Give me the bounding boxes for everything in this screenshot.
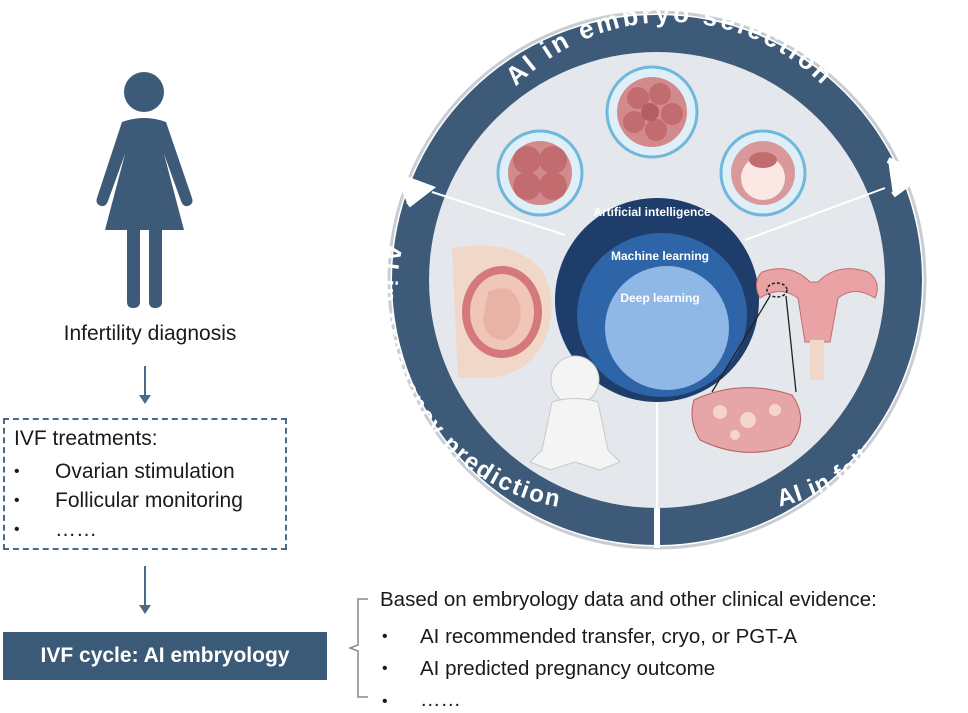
embryo-4cell-icon bbox=[496, 129, 584, 217]
ring-divider bbox=[393, 172, 437, 208]
embryo-blastocyst-icon bbox=[719, 129, 807, 217]
evidence-heading: Based on embryology data and other clini… bbox=[380, 588, 877, 611]
ivf-cycle-label: IVF cycle: AI embryology bbox=[40, 644, 290, 667]
ivf-item: …… bbox=[55, 518, 97, 541]
pregnancy-illustration-icon bbox=[452, 245, 552, 378]
bullet-icon: • bbox=[382, 693, 388, 710]
ivf-item: Ovarian stimulation bbox=[55, 460, 235, 483]
ring-divider bbox=[886, 157, 926, 198]
baby-illustration-icon bbox=[529, 355, 621, 471]
ai-wheel-diagram: AI in embryo selection AI in pregnancy p… bbox=[385, 0, 945, 550]
core-ai-label: Artificial intelligence bbox=[593, 205, 711, 219]
woman-icon bbox=[96, 72, 193, 308]
bullet-icon: • bbox=[382, 628, 388, 645]
ivf-treatments-title: IVF treatments: bbox=[14, 427, 158, 450]
evidence-item: …… bbox=[420, 688, 461, 711]
sector-line bbox=[744, 187, 886, 241]
core-dl-label: Deep learning bbox=[620, 291, 699, 305]
evidence-item: AI predicted pregnancy outcome bbox=[420, 657, 716, 680]
bullet-icon: • bbox=[14, 463, 20, 480]
diagnosis-label: Infertility diagnosis bbox=[63, 322, 237, 345]
ivf-treatments-box bbox=[3, 418, 287, 550]
bullet-icon: • bbox=[14, 521, 20, 538]
core-ml-label: Machine learning bbox=[611, 249, 709, 263]
embryo-morula-icon bbox=[605, 65, 699, 159]
uterus-ovary-illustration-icon bbox=[691, 268, 878, 453]
ivf-item: Follicular monitoring bbox=[55, 489, 243, 512]
sector-line bbox=[431, 191, 566, 236]
bracket-icon bbox=[348, 598, 368, 698]
down-arrow-icon bbox=[139, 566, 151, 614]
bullet-icon: • bbox=[14, 492, 20, 509]
ivf-cycle-box bbox=[3, 632, 327, 680]
evidence-item: AI recommended transfer, cryo, or PGT-A bbox=[420, 625, 798, 648]
bullet-icon: • bbox=[382, 660, 388, 677]
core-dl bbox=[605, 266, 729, 390]
down-arrow-icon bbox=[139, 366, 151, 404]
